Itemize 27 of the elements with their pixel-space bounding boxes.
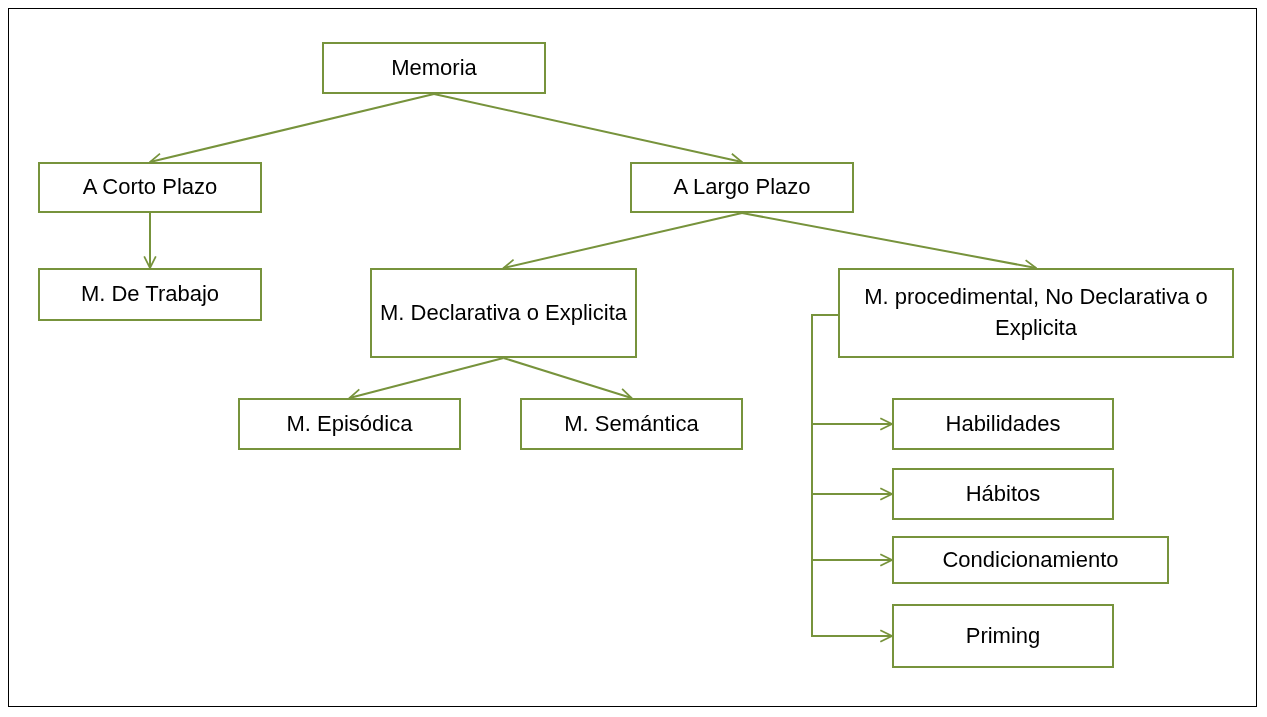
concept-label: Condicionamiento xyxy=(942,545,1119,574)
concept-box xyxy=(892,604,1114,668)
concept-label: M. procedimental, No Declarativa o Explicita xyxy=(863,283,1209,342)
concept-label: Priming xyxy=(965,621,1041,650)
arrow xyxy=(811,314,893,643)
concept-box xyxy=(370,268,637,358)
concept-label: M. Episódica xyxy=(286,409,413,438)
concept-box xyxy=(238,398,461,450)
concept-label: M. Declarativa o Explicita xyxy=(380,298,627,327)
concept-label: Hábitos xyxy=(965,479,1041,508)
concept-box xyxy=(630,162,854,213)
concept-label: Habilidades xyxy=(945,409,1061,438)
concept-box xyxy=(892,398,1114,450)
concept-box xyxy=(892,468,1114,520)
concept-label: M. De Trabajo xyxy=(80,280,220,309)
concept-box xyxy=(892,536,1169,584)
arrow xyxy=(143,212,157,269)
concept-box xyxy=(38,268,262,321)
arrow xyxy=(502,357,633,401)
concept-label: Memoria xyxy=(391,53,477,82)
concept-box xyxy=(520,398,743,450)
concept-box xyxy=(322,42,546,94)
concept-box xyxy=(838,268,1234,358)
concept-box xyxy=(38,162,262,213)
concept-label: M. Semántica xyxy=(564,409,699,438)
concept-label: A Corto Plazo xyxy=(82,173,218,202)
concept-label: A Largo Plazo xyxy=(673,173,811,202)
